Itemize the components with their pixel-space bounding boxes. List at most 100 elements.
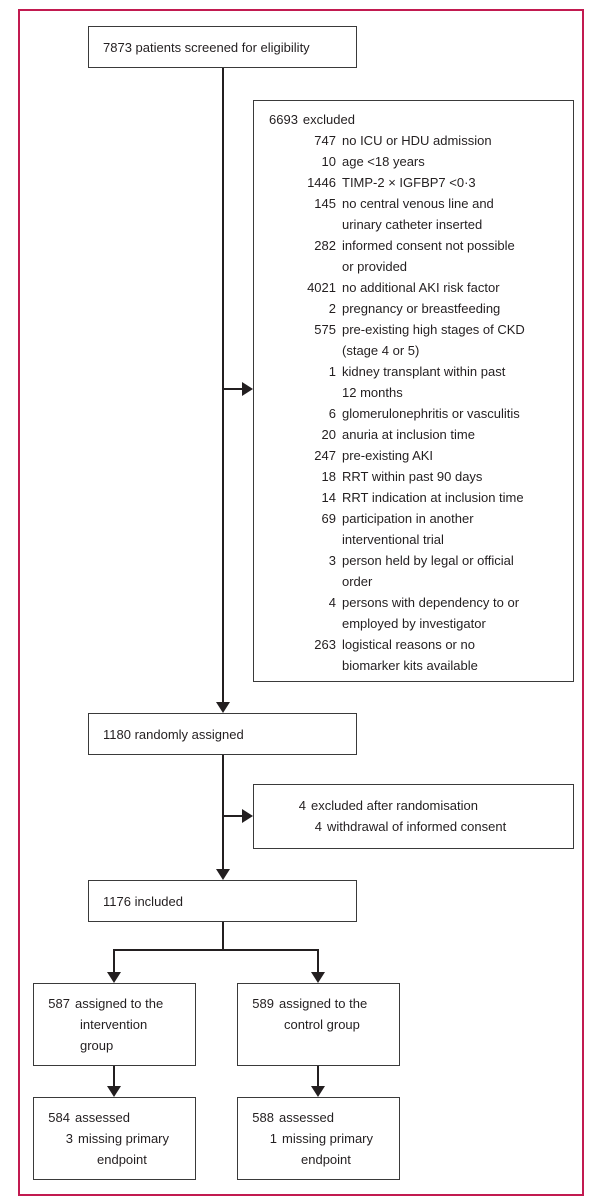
row-text: withdrawal of informed consent [327,819,507,834]
arrowhead-to-post-random-excluded [242,809,253,823]
reason-count: 14 [321,490,336,505]
connector-to-intervention [113,949,115,973]
excluded-count: 6693 [269,112,298,127]
missing-count: 1 [269,1131,277,1146]
reason-count: 6 [328,406,336,421]
group-count: 587 [48,996,70,1011]
group-text: assigned to the [279,996,368,1011]
assessed-row: 588 assessed [238,1107,399,1128]
control-assessed-box: 588 assessed 1 missing primary endpoint [237,1097,400,1180]
connector-intervention-to-assessed [113,1066,115,1087]
arrowhead-to-included [216,869,230,880]
group-text: group [80,1038,114,1053]
row-count: 4 [314,819,322,834]
post-random-excluded-box: 4 excluded after randomisation 4 withdra… [253,784,574,849]
connector-to-excluded [222,388,243,390]
reason-count: 4021 [307,280,336,295]
excluded-label: excluded [302,112,355,127]
post-random-excluded-row: 4 withdrawal of informed consent [254,816,573,837]
arrowhead-to-excluded [242,382,253,396]
group-text: control group [284,1017,360,1032]
reason-count: 69 [321,511,336,526]
reason-text: no ICU or HDU admission [342,133,492,148]
connector-branch-horizontal [113,949,319,951]
arrowhead-to-control [311,972,325,983]
excluded-header: 6693 excluded [254,101,573,130]
missing-text: endpoint [301,1152,351,1167]
reason-text: persons with dependency to or employed b… [342,595,520,631]
reason-count: 747 [314,133,336,148]
intervention-group-row: 587 assigned to the [34,993,195,1014]
reason-count: 247 [314,448,336,463]
missing-text: missing primary [282,1131,374,1146]
arrowhead-control-assessed [311,1086,325,1097]
reason-text: age <18 years [342,154,425,169]
reason-text: pre-existing AKI [342,448,434,463]
reason-count: 263 [314,637,336,652]
arrowhead-intervention-assessed [107,1086,121,1097]
reason-count: 10 [321,154,336,169]
randomised-box: 1180 randomly assigned [88,713,357,755]
intervention-assessed-box: 584 assessed 3 missing primary endpoint [33,1097,196,1180]
reason-text: no additional AKI risk factor [342,280,500,295]
reason-count: 3 [328,553,336,568]
reason-count: 1 [328,364,336,379]
post-random-excluded-row: 4 excluded after randomisation [254,795,573,816]
reason-count: 2 [328,301,336,316]
figure-frame [18,9,584,1196]
screened-box: 7873 patients screened for eligibility [88,26,357,68]
control-group-row: 589 assigned to the [238,993,399,1014]
reason-count: 18 [321,469,336,484]
reason-count: 282 [314,238,336,253]
missing-text: missing primary [78,1131,170,1146]
reason-text: person held by legal or official order [342,553,514,589]
connector-randomised-to-included [222,755,224,871]
reason-text: informed consent not possible or provide… [342,238,515,274]
arrowhead-to-randomised [216,702,230,713]
assessed-row: 584 assessed [34,1107,195,1128]
connector-control-to-assessed [317,1066,319,1087]
connector-included-stem [222,922,224,951]
reason-count: 20 [321,427,336,442]
reason-text: kidney transplant within past 12 months [342,364,506,400]
randomised-text: 1180 randomly assigned [103,726,244,742]
excluded-reason-list: 747 no ICU or HDU admission 10 age <18 y… [254,130,573,676]
reason-text: participation in another interventional … [342,511,474,547]
group-count: 589 [252,996,274,1011]
reason-text: pre-existing high stages of CKD (stage 4… [342,322,525,358]
assessed-count: 584 [48,1110,70,1125]
missing-text: endpoint [97,1152,147,1167]
reason-count: 1446 [307,175,336,190]
reason-text: glomerulonephritis or vasculitis [342,406,520,421]
connector-screened-to-randomised [222,68,224,704]
missing-row: 1 missing primary [238,1128,399,1149]
reason-count: 145 [314,196,336,211]
missing-row: 3 missing primary [34,1128,195,1149]
reason-text: TIMP-2 × IGFBP7 <0·3 [342,175,476,190]
reason-text: RRT within past 90 days [342,469,483,484]
reason-text: no central venous line and urinary cathe… [342,196,494,232]
reason-count: 575 [314,322,336,337]
control-group-box: 589 assigned to the control group [237,983,400,1066]
included-box: 1176 included [88,880,357,922]
assessed-count: 588 [252,1110,274,1125]
intervention-group-box: 587 assigned to the intervention group [33,983,196,1066]
assessed-label: assessed [75,1110,130,1125]
group-text: intervention [80,1017,148,1032]
assessed-label: assessed [279,1110,334,1125]
reason-text: anuria at inclusion time [342,427,475,442]
included-text: 1176 included [103,893,183,909]
connector-to-control [317,949,319,973]
reason-count: 4 [328,595,336,610]
row-text: excluded after randomisation [311,798,478,813]
group-text: assigned to the [75,996,164,1011]
reason-text: logistical reasons or no biomarker kits … [342,637,478,673]
screened-text: 7873 patients screened for eligibility [103,39,310,55]
missing-count: 3 [65,1131,73,1146]
row-count: 4 [298,798,306,813]
reason-text: pregnancy or breastfeeding [342,301,501,316]
arrowhead-to-intervention [107,972,121,983]
reason-text: RRT indication at inclusion time [342,490,524,505]
